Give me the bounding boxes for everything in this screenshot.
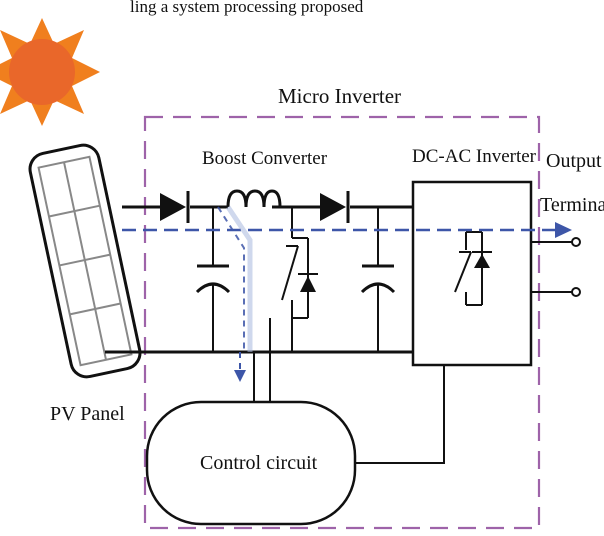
- pv-panel-icon: [28, 143, 142, 379]
- output-diode-icon: [320, 191, 350, 223]
- inductor-icon: [226, 189, 282, 208]
- dc-ac-inverter-label: DC-AC Inverter: [412, 146, 537, 167]
- output-terminal-label-line1: Output: [546, 150, 602, 172]
- input-capacitor-icon: [195, 207, 231, 352]
- dc-ac-inverter-box: [411, 180, 533, 367]
- output-terminal-top: [571, 237, 581, 247]
- micro-inverter-label: Micro Inverter: [278, 84, 401, 108]
- inverter-switch-icon: [454, 231, 492, 306]
- control-circuit-label: Control circuit: [200, 452, 318, 474]
- control-line-inverter: [354, 365, 445, 464]
- sensing-arrow: [217, 205, 253, 382]
- boost-switch-icon: [281, 207, 318, 352]
- input-diode-icon: [160, 191, 190, 223]
- output-terminal-bottom: [571, 287, 581, 297]
- control-circuit-box: [145, 400, 357, 526]
- sun-icon: [0, 18, 100, 126]
- header-text: ling a system processing proposed: [130, 0, 364, 16]
- power-flow-arrow: [122, 222, 572, 238]
- pv-panel-label: PV Panel: [50, 403, 125, 425]
- output-terminal-label-line2: Terminal: [540, 194, 604, 216]
- micro-inverter-boundary: [143, 115, 541, 530]
- dc-link-capacitor-icon: [360, 207, 396, 352]
- boost-converter-label: Boost Converter: [202, 148, 328, 169]
